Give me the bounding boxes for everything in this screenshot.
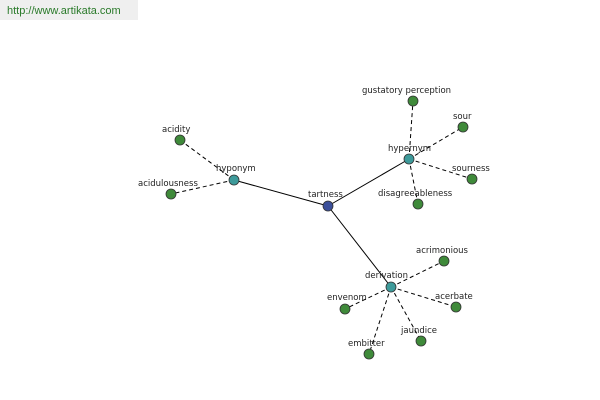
url-bar: http://www.artikata.com <box>0 0 138 20</box>
edge-derivation-envenom <box>344 286 392 310</box>
edge-hyponym-acidulousness <box>170 179 235 195</box>
node-acrimonious[interactable] <box>438 255 450 267</box>
node-hypernym[interactable] <box>403 153 415 165</box>
node-embitter[interactable] <box>363 348 375 360</box>
label-jaundice: jaundice <box>400 326 437 336</box>
site-url-link[interactable]: http://www.artikata.com <box>7 5 121 17</box>
label-acidulousness: acidulousness <box>138 179 198 189</box>
node-acidulousness[interactable] <box>165 188 177 200</box>
label-disagreeableness: disagreeableness <box>378 189 453 199</box>
label-envenom: envenom <box>327 293 367 303</box>
edge-root-derivation <box>327 205 392 288</box>
edge-derivation-jaundice <box>390 286 422 342</box>
edge-hypernym-gustatory-perception <box>408 100 414 160</box>
edge-root-hypernym <box>327 158 410 207</box>
node-sourness[interactable] <box>466 173 478 185</box>
node-root[interactable] <box>322 200 334 212</box>
label-sourness: sourness <box>452 164 490 174</box>
label-root: tartness <box>308 190 343 200</box>
label-gustatory-perception: gustatory perception <box>362 86 451 96</box>
label-hyponym: hyponym <box>216 164 256 174</box>
node-jaundice[interactable] <box>415 335 427 347</box>
edge-derivation-embitter <box>368 286 392 355</box>
edge-hyponym-acidity <box>179 139 235 181</box>
label-acrimonious: acrimonious <box>416 246 469 256</box>
node-envenom[interactable] <box>339 303 351 315</box>
node-hyponym[interactable] <box>228 174 240 186</box>
label-acerbate: acerbate <box>435 292 473 302</box>
edge-hypernym-disagreeableness <box>408 158 419 205</box>
node-gustatory-perception[interactable] <box>407 95 419 107</box>
edge-derivation-acrimonious <box>390 260 445 288</box>
label-hypernym: hypernym <box>388 144 431 154</box>
node-acidity[interactable] <box>174 134 186 146</box>
label-derivation: derivation <box>365 271 408 281</box>
node-acerbate[interactable] <box>450 301 462 313</box>
label-embitter: embitter <box>348 339 385 349</box>
edge-root-hyponym <box>233 179 329 207</box>
node-derivation[interactable] <box>385 281 397 293</box>
label-sour: sour <box>453 112 472 122</box>
edge-hypernym-sour <box>408 126 464 160</box>
edge-derivation-acerbate <box>390 286 457 308</box>
label-acidity: acidity <box>162 125 190 135</box>
node-sour[interactable] <box>457 121 469 133</box>
node-disagreeableness[interactable] <box>412 198 424 210</box>
